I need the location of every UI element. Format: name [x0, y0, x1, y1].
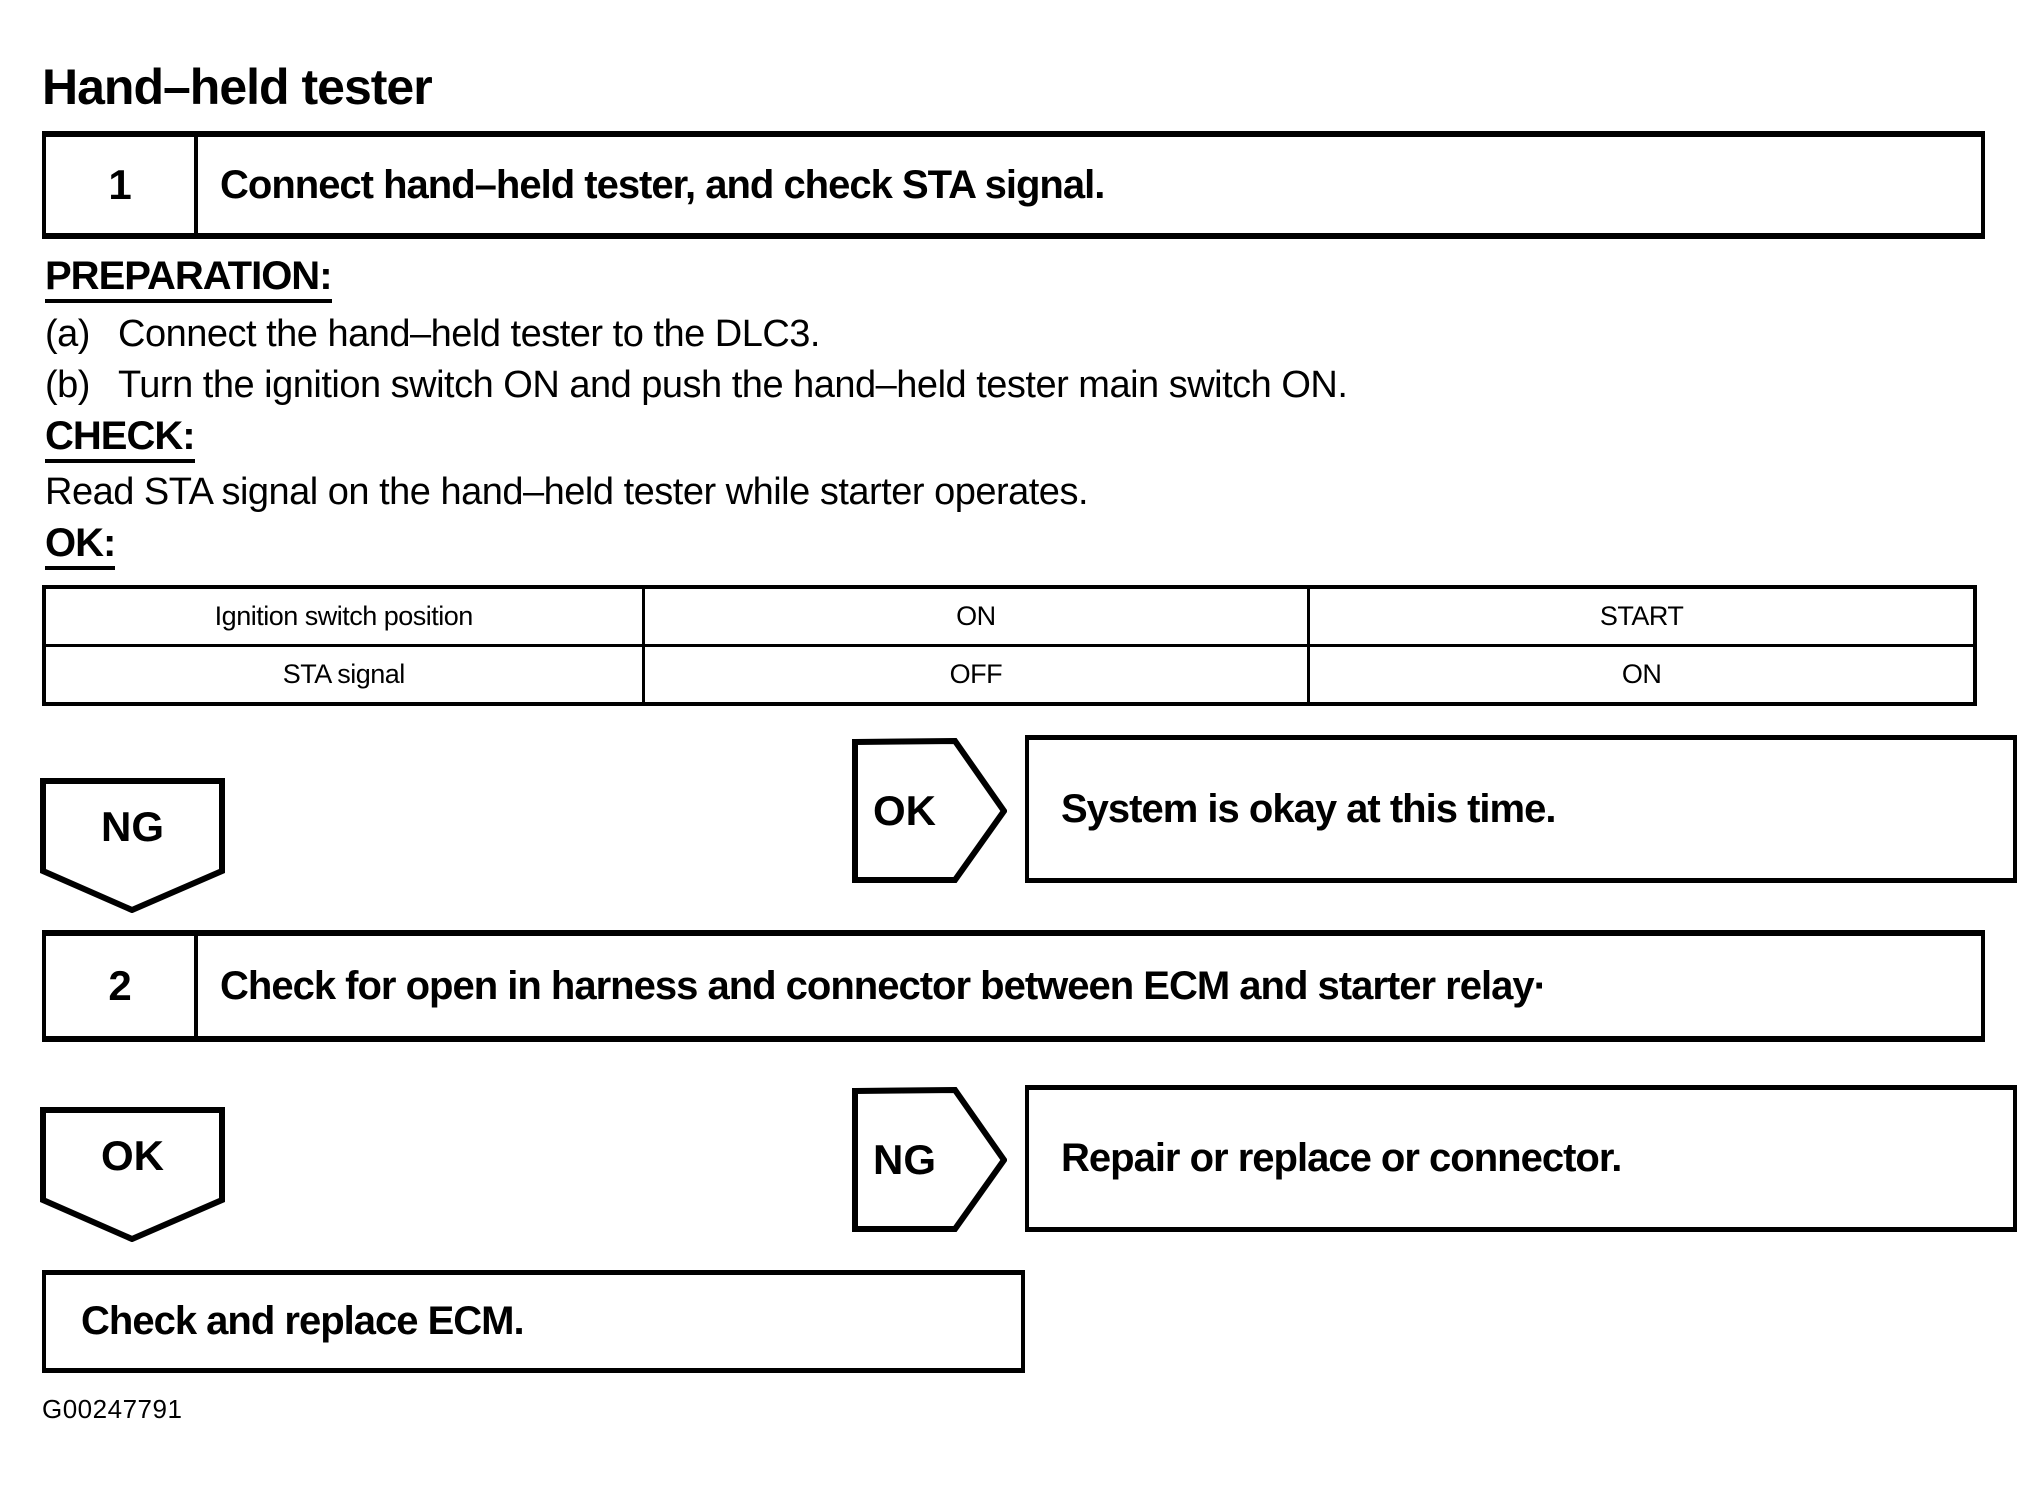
step2-ng-branch: NG: [852, 1087, 1007, 1232]
ok-label: OK: [873, 786, 936, 834]
ng-label: NG: [101, 802, 164, 850]
table-cell-sta-off: OFF: [641, 644, 1311, 706]
ng-down-arrow-icon: [40, 778, 225, 913]
table-cell-sta-label: STA signal: [42, 644, 645, 706]
step2-ng-result-box: Repair or replace or connector.: [1025, 1085, 2017, 1232]
ng-right-arrow-icon: [852, 1087, 1007, 1232]
item-a-label: (a): [45, 313, 90, 355]
check-text: Read STA signal on the hand–held tester …: [45, 471, 1089, 513]
preparation-heading: PREPARATION:: [45, 256, 333, 303]
table-row: STA signal OFF ON: [42, 644, 1977, 706]
ng-label: NG: [873, 1135, 936, 1183]
table-cell-ignition-on: ON: [641, 585, 1311, 647]
ok-label: OK: [101, 1131, 164, 1179]
item-a-text: Connect the hand–held tester to the DLC3…: [118, 313, 820, 355]
table-cell-sta-on: ON: [1307, 644, 1977, 706]
page-title: Hand–held tester: [42, 59, 433, 115]
table-cell-ignition-label: Ignition switch position: [42, 585, 645, 647]
step2-ok-branch: OK: [40, 1107, 225, 1242]
step1-ok-result-box: System is okay at this time.: [1025, 735, 2017, 883]
item-b-text: Turn the ignition switch ON and push the…: [118, 364, 1348, 406]
step2-ok-result-box: Check and replace ECM.: [42, 1270, 1025, 1373]
step-2-title: Check for open in harness and connector …: [220, 963, 1547, 1008]
figure-code: G00247791: [42, 1394, 183, 1424]
ok-right-arrow-icon: [852, 738, 1007, 883]
step-1-title: Connect hand–held tester, and check STA …: [220, 162, 1105, 207]
ok-down-arrow-icon: [40, 1107, 225, 1242]
step-1-number: 1: [46, 137, 198, 233]
table-row: Ignition switch position ON START: [42, 585, 1977, 647]
item-b-label: (b): [45, 364, 90, 406]
step-1-box: 1 Connect hand–held tester, and check ST…: [42, 131, 1985, 239]
step-2-box: 2 Check for open in harness and connecto…: [42, 930, 1985, 1042]
check-heading: CHECK:: [45, 416, 196, 463]
step1-ok-branch: OK: [852, 738, 1007, 883]
step1-ng-branch: NG: [40, 778, 225, 913]
signal-table: Ignition switch position ON START STA si…: [42, 585, 1977, 706]
ok-heading: OK:: [45, 523, 116, 570]
step-2-number: 2: [46, 936, 198, 1036]
table-cell-ignition-start: START: [1307, 585, 1977, 647]
